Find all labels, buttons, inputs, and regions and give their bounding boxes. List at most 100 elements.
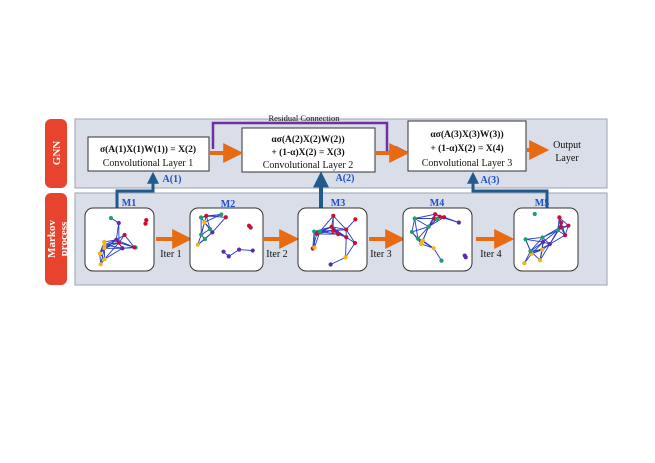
graph-edge: [345, 219, 356, 230]
graph-node: [237, 247, 242, 252]
graph-edge: [204, 214, 222, 223]
graph-panel-m3: [297, 207, 368, 272]
state-label-m3: M3: [331, 198, 345, 209]
conv-layer-3: [407, 120, 527, 172]
graph-node: [328, 262, 333, 267]
markov-tag: [45, 193, 67, 285]
graph-node: [412, 216, 417, 221]
graph-edge: [319, 226, 332, 233]
graph-edge: [99, 239, 117, 254]
graph-node: [540, 239, 546, 245]
graph-node: [439, 258, 444, 263]
graph-edge: [433, 247, 442, 261]
graph-edge: [330, 256, 346, 265]
graph-node: [226, 254, 231, 259]
graph-node: [532, 211, 537, 217]
graph-edge: [422, 240, 434, 249]
graph-node: [420, 238, 425, 243]
graph-edge: [414, 213, 436, 219]
graph-edge: [239, 249, 253, 252]
graph-edge: [345, 229, 356, 244]
conv-layer-2-title: Convolutional Layer 2: [263, 160, 354, 171]
graph-edge: [530, 241, 544, 252]
graph-edge: [411, 218, 416, 233]
graph-edge: [124, 234, 135, 248]
graph-edge: [104, 244, 123, 249]
graph-edge: [212, 216, 227, 233]
conv-layer-3-formula-b: + (1-α)X(2) = X(4): [430, 143, 503, 154]
graph-node: [144, 218, 149, 223]
graph-node: [331, 213, 336, 218]
graph-node: [198, 215, 204, 220]
graph-node: [559, 220, 564, 225]
graph-edge: [345, 237, 347, 258]
graph-node: [352, 240, 358, 246]
graph-drawings: [97, 211, 571, 267]
a1-label: A(1): [163, 174, 182, 185]
graph-node: [463, 255, 468, 260]
graph-edge: [200, 213, 222, 218]
graph-node: [210, 230, 215, 235]
graph-node: [122, 232, 127, 238]
graph-edge: [345, 242, 356, 258]
graph-edge: [542, 229, 558, 243]
markov-tag-label-1: Markov: [46, 220, 58, 258]
graph-edge: [560, 222, 566, 236]
graph-node: [221, 249, 226, 254]
graph-node: [98, 262, 103, 267]
graph-edge: [525, 238, 544, 243]
graph-node: [555, 228, 560, 233]
graph-edge: [557, 217, 560, 231]
graph-node: [353, 217, 358, 222]
graph-edge: [104, 247, 123, 260]
graph-edge: [539, 243, 551, 261]
graph-node: [537, 258, 543, 263]
graph-edge: [319, 231, 339, 235]
graph-node: [143, 221, 148, 226]
graph-edge: [542, 229, 558, 238]
iter-label-4: Iter 4: [480, 249, 501, 260]
graph-edge: [549, 230, 559, 245]
graph-node: [344, 227, 349, 232]
state-label-m1: M1: [122, 198, 136, 209]
graph-edge: [104, 242, 120, 260]
graph-node: [441, 215, 447, 220]
graph-node: [223, 215, 228, 220]
graph-node: [102, 256, 107, 262]
graph-node: [317, 229, 323, 234]
graph-node: [314, 231, 319, 236]
gnn-tag-label: GNN: [51, 141, 63, 166]
graph-edge: [332, 215, 347, 230]
graph-node: [120, 246, 125, 251]
graph-node: [433, 212, 438, 217]
conv-layer-2: [241, 127, 376, 173]
graph-node: [207, 226, 213, 232]
graph-node: [102, 246, 107, 251]
graph-node: [108, 215, 114, 221]
graph-node: [114, 237, 119, 242]
graph-node: [547, 242, 552, 247]
graph-edge: [549, 234, 566, 245]
graph-edge: [115, 222, 120, 240]
graph-edge: [421, 243, 434, 249]
graph-node: [116, 240, 122, 245]
graph-node: [250, 248, 255, 253]
graph-node: [523, 237, 528, 242]
a2-label: A(2): [336, 173, 355, 184]
iter-label-3: Iter 3: [370, 249, 391, 260]
iter-label-1: Iter 1: [160, 249, 181, 260]
graph-edge: [525, 239, 531, 252]
graph-node: [343, 255, 348, 260]
graph-node: [409, 229, 415, 235]
graph-node: [204, 213, 209, 219]
output-layer-label-2: Layer: [555, 153, 579, 164]
graph-edge: [411, 226, 429, 233]
graph-node: [540, 247, 545, 252]
state-label-m5: M5: [535, 198, 549, 209]
graph-node: [431, 246, 436, 251]
graph-edge: [417, 226, 429, 239]
graph-node: [566, 223, 571, 228]
graph-edge: [531, 241, 544, 255]
